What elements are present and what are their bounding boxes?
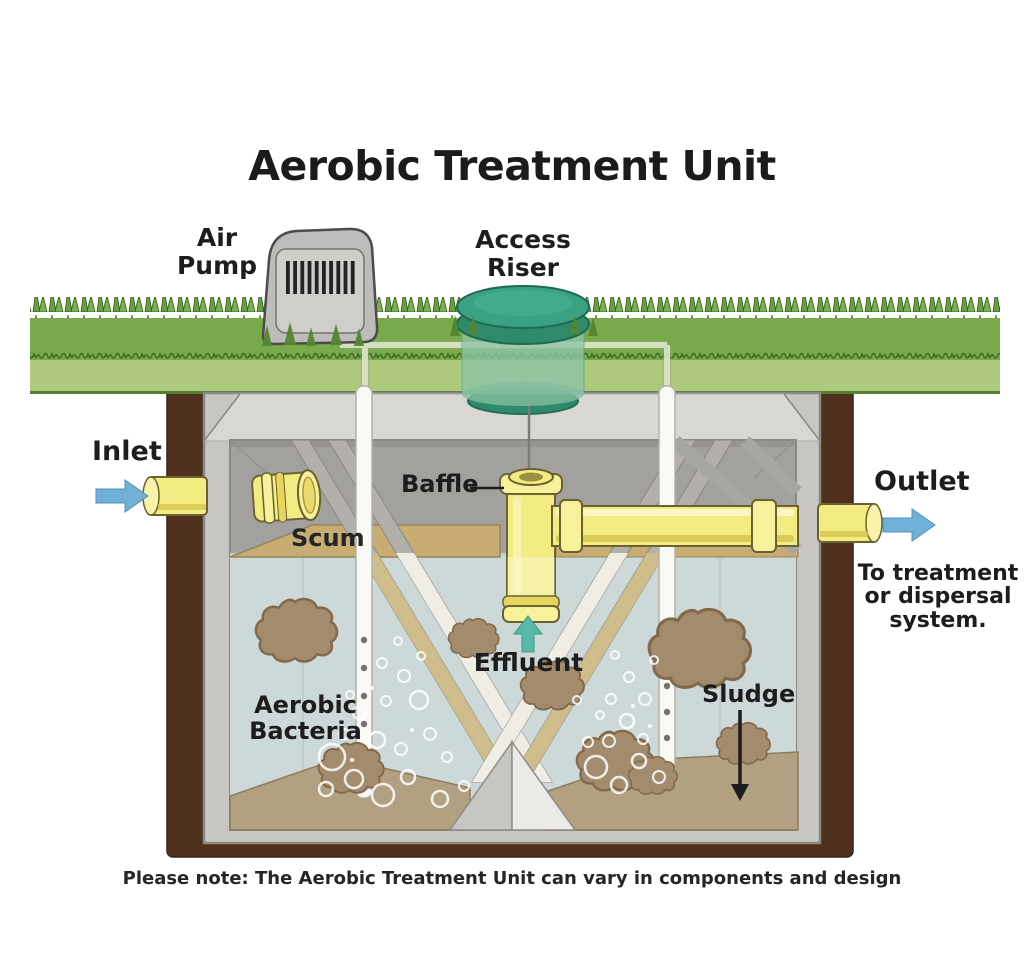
baffle-label: Baffle [401, 470, 479, 498]
access-riser-label-line2: Riser [487, 252, 559, 282]
air-diffuser-pipes [355, 385, 676, 799]
access-riser-label-line1: Access [475, 225, 571, 254]
inlet-arrow-icon [95, 479, 149, 513]
aerobic-bacteria-line1: Aerobic [254, 691, 357, 719]
air-pump-label-line2: Pump [176, 250, 258, 280]
piping [142, 468, 883, 623]
inlet-pipe [142, 476, 208, 516]
scum-label: Scum [291, 524, 365, 552]
air-pump [261, 227, 379, 346]
annotations [95, 479, 936, 801]
pump-vent-slats [286, 261, 355, 294]
effluent-label: Effluent [473, 648, 584, 677]
outlet-label: Outlet [874, 466, 970, 497]
inlet-label: Inlet [92, 436, 162, 467]
air-bubbles [317, 636, 666, 809]
outlet-arrow-icon [882, 508, 936, 542]
grass-tufts [262, 315, 598, 346]
sludge-arrow-icon [731, 710, 749, 801]
access-riser-label: Access Riser [448, 226, 598, 281]
diagram-title: Aerobic Treatment Unit [248, 142, 776, 190]
outlet-destination-line2: or dispersal [864, 584, 1012, 610]
air-pump-label-line1: Air [196, 223, 238, 252]
effluent-arrow-icon [512, 615, 544, 653]
outlet-pipe [551, 499, 883, 553]
clarifier-notch [448, 739, 577, 831]
aerobic-bacteria-line2: Bacteria [249, 717, 362, 746]
outlet-destination-label: To treatment or dispersal system. [852, 562, 1024, 632]
access-riser [456, 285, 590, 406]
footnote: Please note: The Aerobic Treatment Unit … [122, 868, 902, 889]
sludge-label: Sludge [702, 680, 796, 708]
baffle-pipe [499, 468, 563, 623]
air-pump-label: Air Pump [162, 224, 272, 279]
inlet-coupling [251, 469, 322, 524]
outlet-destination-line3: system. [889, 607, 987, 633]
aerobic-bacteria-label: Aerobic Bacteria [243, 692, 368, 745]
outlet-destination-line1: To treatment [857, 561, 1019, 586]
